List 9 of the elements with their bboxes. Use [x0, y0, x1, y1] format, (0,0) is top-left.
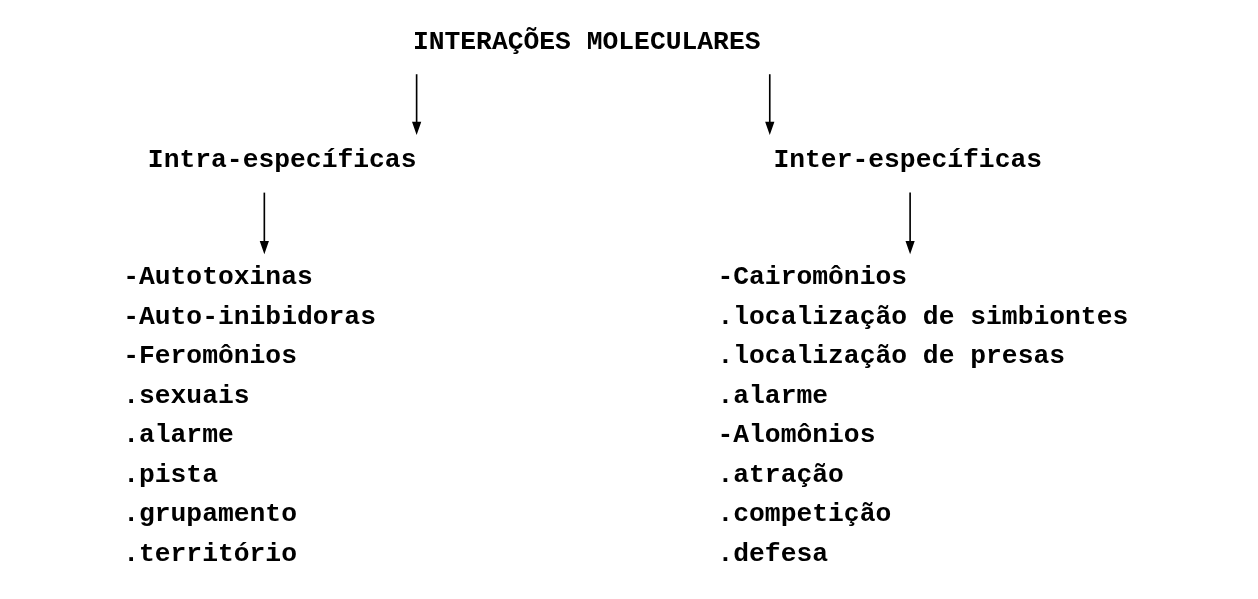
- arrow: [259, 191, 269, 255]
- arrow: [412, 73, 422, 136]
- arrow: [905, 191, 915, 255]
- node-text: INTERAÇÕES MOLECULARES: [412, 26, 761, 57]
- node-text: Inter-específicas: [773, 145, 1043, 176]
- node-text: Intra-específicas: [147, 145, 417, 176]
- node-text: -Cairomônios .localização de simbiontes .localização de presas .alarme -Alomônios .atração .competição .defesa: [717, 262, 1129, 569]
- node-text: -Autotoxinas -Auto-inibidoras -Feromônios .sexuais .alarme .pista .grupamento .território: [123, 262, 376, 569]
- arrow: [765, 73, 775, 136]
